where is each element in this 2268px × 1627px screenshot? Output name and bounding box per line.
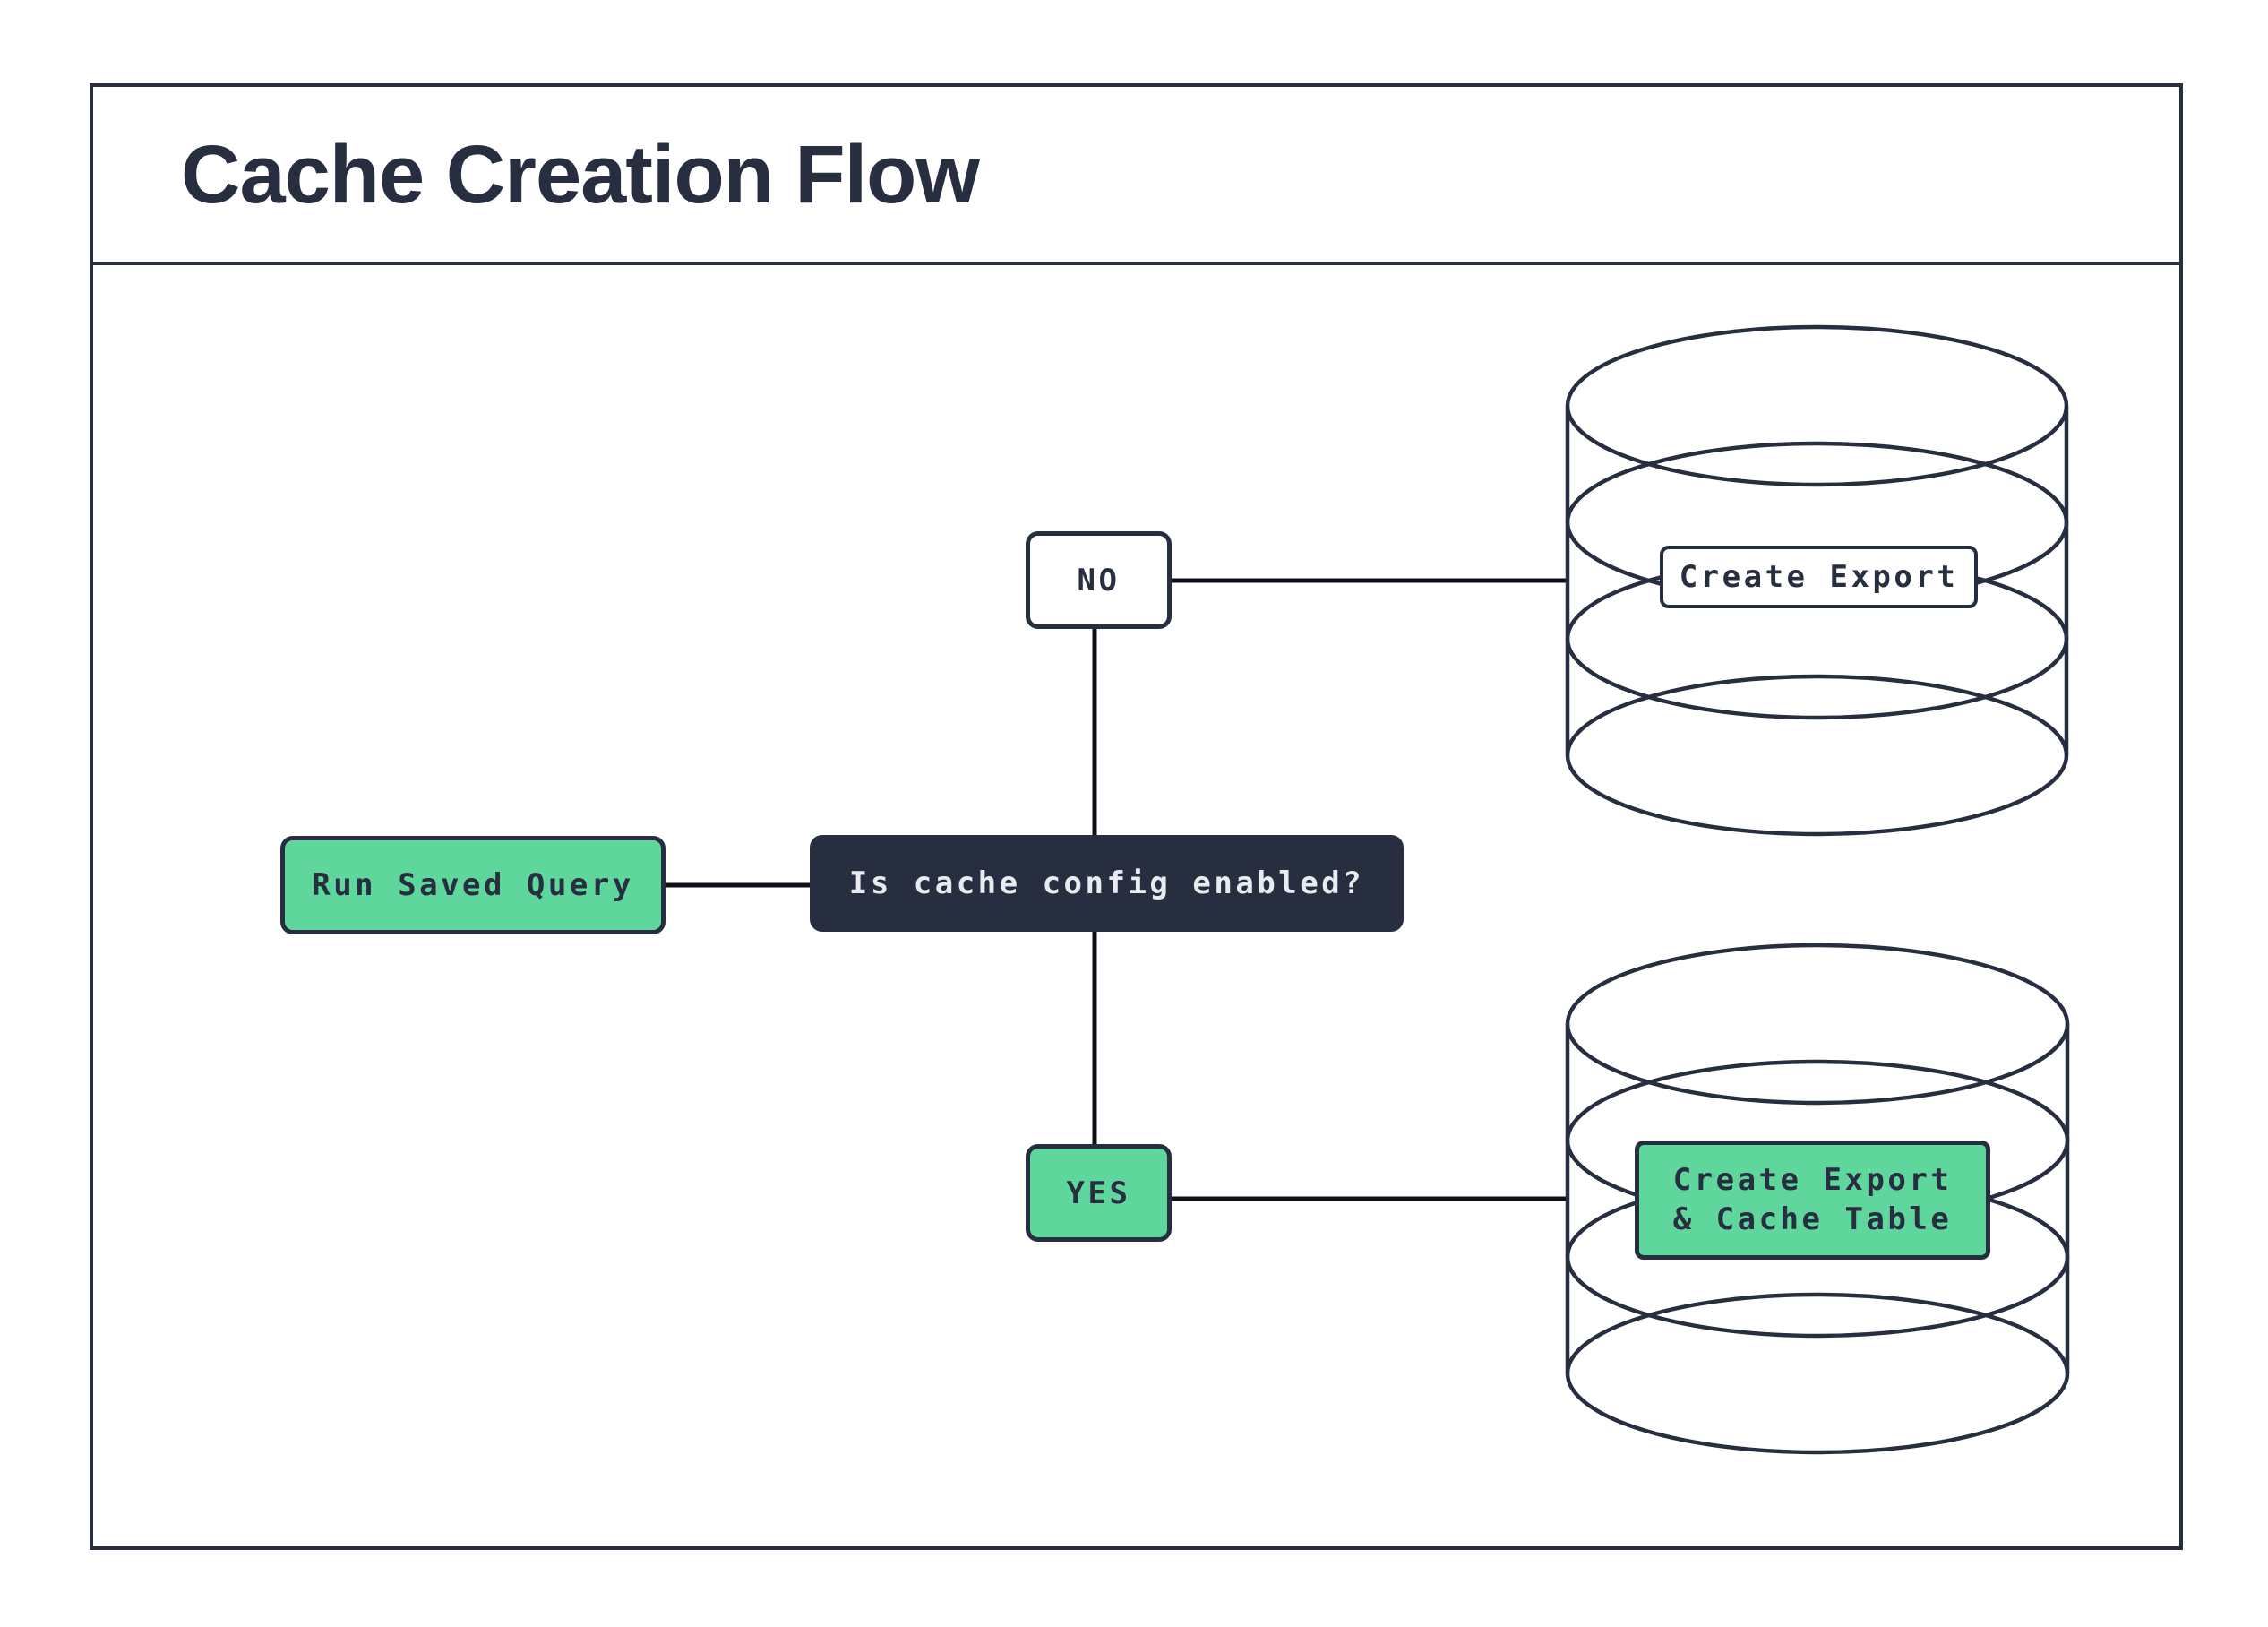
flow-node-run-saved-query: Run Saved Query: [280, 836, 666, 934]
database-label-create-export-cache-table: Create Export & Cache Table: [1635, 1141, 1990, 1260]
database-label-create-export: Create Export: [1660, 546, 1978, 608]
diagram-frame: Cache Creation Flow: [90, 83, 2183, 1550]
diagram-header: Cache Creation Flow: [93, 87, 2179, 265]
database-label-line-2: & Cache Table: [1672, 1201, 1953, 1237]
flow-node-decision-cache-config: Is cache config enabled?: [810, 835, 1404, 932]
database-cylinder-icon: [1565, 324, 2069, 837]
flow-node-branch-yes: YES: [1026, 1144, 1172, 1242]
page-title: Cache Creation Flow: [181, 128, 980, 220]
database-cylinder-icon: [1565, 943, 2070, 1455]
database-label-line-1: Create Export: [1672, 1161, 1953, 1198]
flow-node-branch-no: NO: [1026, 531, 1172, 629]
